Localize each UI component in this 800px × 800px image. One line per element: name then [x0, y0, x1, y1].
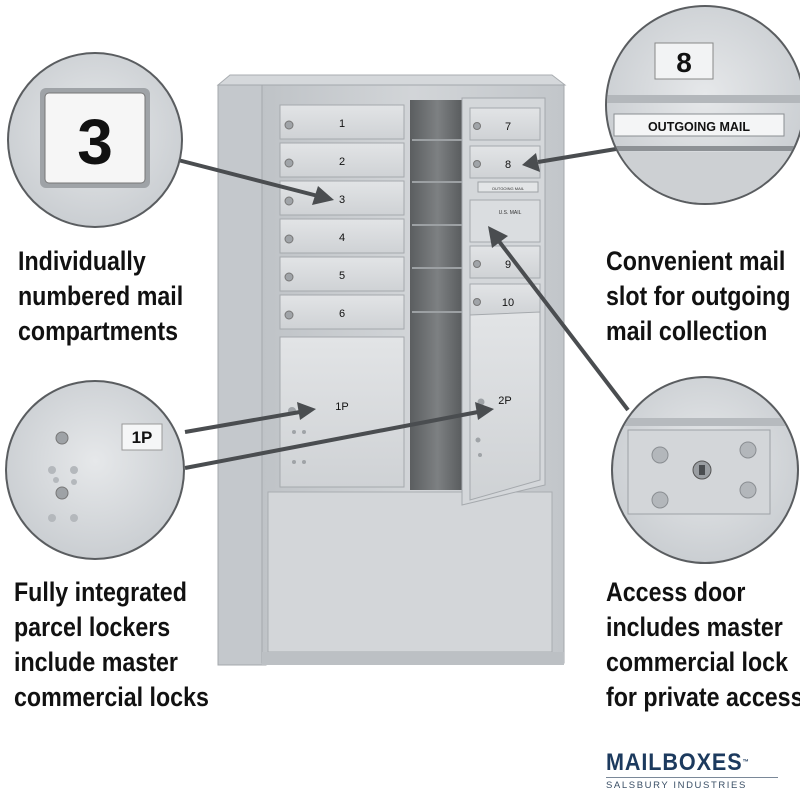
caption-line: numbered mail	[18, 281, 184, 311]
compartment-number: 4	[339, 232, 345, 244]
mail-compartment-door[interactable]: 10	[469, 283, 541, 317]
caption-line: parcel lockers	[14, 612, 171, 642]
callout-parcel-lock: 1P	[5, 380, 185, 560]
compartment-number: 9	[505, 259, 511, 271]
compartment-number: 2	[339, 156, 345, 168]
mail-compartment-door[interactable]: 2	[279, 142, 405, 178]
outgoing-mail-slot-label: OUTGOING MAIL	[492, 186, 525, 191]
mail-compartment-door[interactable]: 6	[279, 294, 405, 330]
caption-line: for private access	[606, 682, 800, 712]
slot-label-text: OUTGOING MAIL	[648, 120, 750, 134]
compartment-number: 10	[502, 297, 514, 309]
compartment-number: 8	[505, 159, 511, 171]
mail-compartment-door[interactable]: 7	[469, 107, 541, 141]
caption-line: Individually	[18, 246, 146, 276]
compartment-number: 5	[339, 270, 345, 282]
caption-line: include master	[14, 647, 178, 677]
mail-compartment-door[interactable]: 4	[279, 218, 405, 254]
mail-compartment-door[interactable]: 3	[279, 180, 405, 216]
caption-line: commercial lock	[606, 647, 788, 677]
callout-outgoing-slot: 8 OUTGOING MAIL	[605, 5, 800, 205]
callout-number-badge: 3	[7, 52, 183, 228]
compartment-number: 6	[339, 308, 345, 320]
callout-master-lock	[611, 376, 799, 564]
brand-trademark: ™	[742, 759, 750, 766]
caption-line: mail collection	[606, 316, 768, 346]
usmail-label: U.S. MAIL	[499, 210, 522, 216]
caption-parcel-lockers: Fully integrated parcel lockers include …	[14, 575, 209, 715]
caption-line: Fully integrated	[14, 577, 187, 607]
caption-line: compartments	[18, 316, 179, 346]
master-access-door[interactable]: 7 8 9 10 OUTGOING MAIL U.S. MAIL 2P	[461, 97, 546, 506]
compartment-number: 1	[339, 118, 345, 130]
compartment-number: 3	[339, 194, 345, 206]
caption-line: includes master	[606, 612, 783, 642]
caption-line: slot for outgoing	[606, 281, 791, 311]
caption-line: Convenient mail	[606, 246, 786, 276]
compartment-number: 7	[505, 121, 511, 133]
brand-name: MAILBOXES	[606, 749, 743, 776]
brand-subtitle: SALSBURY INDUSTRIES	[606, 777, 778, 791]
brand-logo: MAILBOXES™ SALSBURY INDUSTRIES	[606, 750, 786, 791]
slot-number-text: 8	[676, 47, 692, 78]
mail-compartment-door[interactable]: 5	[279, 256, 405, 292]
parcel-badge-text: 1P	[132, 428, 153, 447]
number-badge-text: 3	[77, 106, 113, 178]
caption-access-door: Access door includes master commercial l…	[606, 575, 800, 715]
mail-compartment-door[interactable]: 1	[279, 104, 405, 140]
mailbox-cabinet	[216, 74, 567, 666]
caption-numbered-compartments: Individually numbered mail compartments	[18, 244, 183, 349]
caption-outgoing-slot: Convenient mail slot for outgoing mail c…	[606, 244, 790, 349]
caption-line: Access door	[606, 577, 746, 607]
callout-arrows	[177, 146, 630, 470]
left-door-column: 1 2 3 4 5 6 1P	[279, 104, 405, 488]
caption-line: commercial locks	[14, 682, 209, 712]
outgoing-mail-slot[interactable]	[477, 181, 539, 193]
parcel-locker-1p-label: 1P	[335, 401, 348, 413]
parcel-locker-2p-label: 2P	[498, 395, 511, 407]
